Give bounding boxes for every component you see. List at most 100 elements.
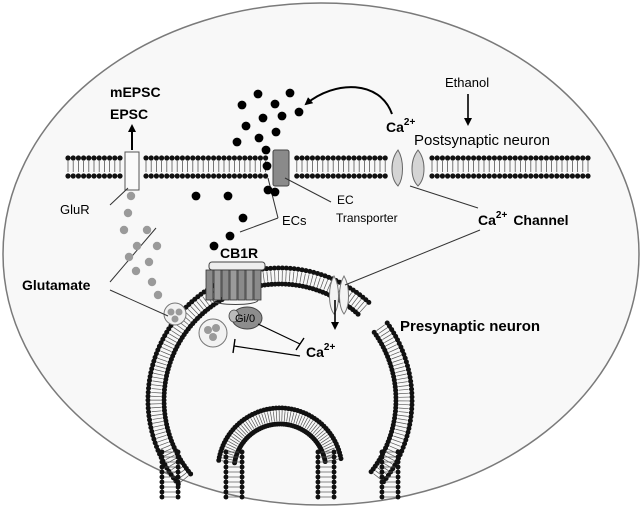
lipid-tail	[387, 344, 397, 350]
ec-dot	[254, 133, 264, 143]
lipid-tail	[163, 343, 173, 349]
lipid-head	[247, 173, 253, 179]
lipid-head	[523, 155, 529, 161]
lipid-head	[404, 433, 410, 439]
lipid-head	[559, 155, 565, 161]
lipid-tail	[151, 406, 162, 409]
lipid-head	[159, 474, 165, 480]
lipid-head	[533, 173, 539, 179]
lipid-head	[450, 173, 456, 179]
lipid-head	[341, 155, 347, 161]
lipid-head	[279, 265, 285, 271]
lipid-tail	[386, 452, 396, 458]
lipid-head	[481, 173, 487, 179]
lipid-head	[406, 370, 412, 376]
fusing-vesicle	[163, 302, 187, 326]
lipid-tail	[316, 277, 321, 288]
lipid-head	[221, 155, 227, 161]
lipid-head	[223, 494, 229, 500]
ec-dot	[270, 99, 280, 109]
lipid-head	[147, 374, 153, 380]
lipid-head	[309, 173, 315, 179]
lipid-tail	[303, 273, 306, 284]
lipid-head	[299, 155, 305, 161]
lipid-head	[372, 155, 378, 161]
lipid-tail	[398, 388, 409, 391]
lipid-tail	[275, 411, 278, 422]
lipid-head	[356, 173, 362, 179]
lipid-head	[195, 155, 201, 161]
lipid-head	[226, 173, 232, 179]
lipid-head	[304, 173, 310, 179]
lipid-head	[223, 464, 229, 470]
lipid-head	[307, 268, 313, 274]
lipid-head	[395, 469, 401, 475]
lipid-head	[216, 155, 222, 161]
lipid-tail	[310, 275, 314, 286]
lipid-head	[445, 173, 451, 179]
lipid-head	[549, 173, 555, 179]
presynaptic-ca-label: Ca2+	[306, 342, 335, 360]
lipid-head	[507, 173, 513, 179]
lipid-tail	[392, 439, 402, 444]
lipid-head	[523, 173, 529, 179]
lipid-tail	[397, 418, 408, 421]
lipid-head	[150, 432, 156, 438]
lipid-head	[407, 374, 413, 380]
lipid-head	[502, 173, 508, 179]
lipid-head	[497, 155, 503, 161]
lipid-head	[107, 155, 113, 161]
glutamate-dot	[153, 290, 163, 300]
lipid-head	[434, 155, 440, 161]
lipid-tail	[159, 441, 169, 446]
ec-dot	[209, 241, 219, 251]
lipid-head	[279, 281, 285, 287]
lipid-head	[223, 469, 229, 475]
lipid-head	[239, 489, 245, 495]
lipid-tail	[308, 422, 316, 431]
lipid-head	[107, 173, 113, 179]
lipid-tail	[152, 380, 163, 383]
lipid-tail	[321, 439, 331, 446]
lipid-head	[406, 425, 412, 431]
lipid-tail	[317, 432, 326, 440]
lipid-head	[271, 265, 277, 271]
lipid-head	[330, 173, 336, 179]
lipid-head	[143, 173, 149, 179]
postsynaptic-ca-channel	[391, 149, 425, 187]
lipid-head	[543, 173, 550, 179]
lipid-tail	[160, 445, 171, 450]
lipid-head	[148, 155, 154, 161]
ca-to-ec-curved-arrow	[304, 86, 393, 115]
lipid-head	[471, 173, 477, 179]
lipid-tail	[165, 454, 175, 461]
lipid-head	[366, 299, 372, 305]
lipid-head	[314, 270, 320, 276]
lipid-head	[226, 155, 232, 161]
lipid-tail	[157, 438, 168, 443]
lipid-head	[315, 454, 321, 460]
lipid-head	[379, 449, 385, 455]
lipid-tail	[258, 414, 263, 425]
gi0-inhibits-ca-line	[257, 323, 305, 351]
lipid-head	[315, 489, 321, 495]
lipid-head	[315, 464, 321, 470]
lipid-tail	[304, 419, 311, 429]
lipid-tail	[151, 410, 162, 413]
lipid-head	[175, 489, 181, 495]
lipid-head	[70, 155, 76, 161]
lipid-head	[393, 394, 399, 400]
ec-dot	[263, 185, 273, 195]
lipid-head	[325, 173, 331, 179]
lipid-head	[153, 173, 159, 179]
glutamate-vesicle	[198, 318, 228, 348]
lipid-head	[179, 173, 185, 179]
lipid-tail	[173, 326, 182, 334]
ec-dot	[253, 89, 263, 99]
lipid-tail	[384, 455, 395, 461]
lipid-head	[263, 173, 269, 179]
ec-dot	[285, 88, 295, 98]
lipid-head	[377, 173, 383, 179]
glutamate-dot	[124, 252, 134, 262]
lipid-head	[395, 459, 401, 465]
